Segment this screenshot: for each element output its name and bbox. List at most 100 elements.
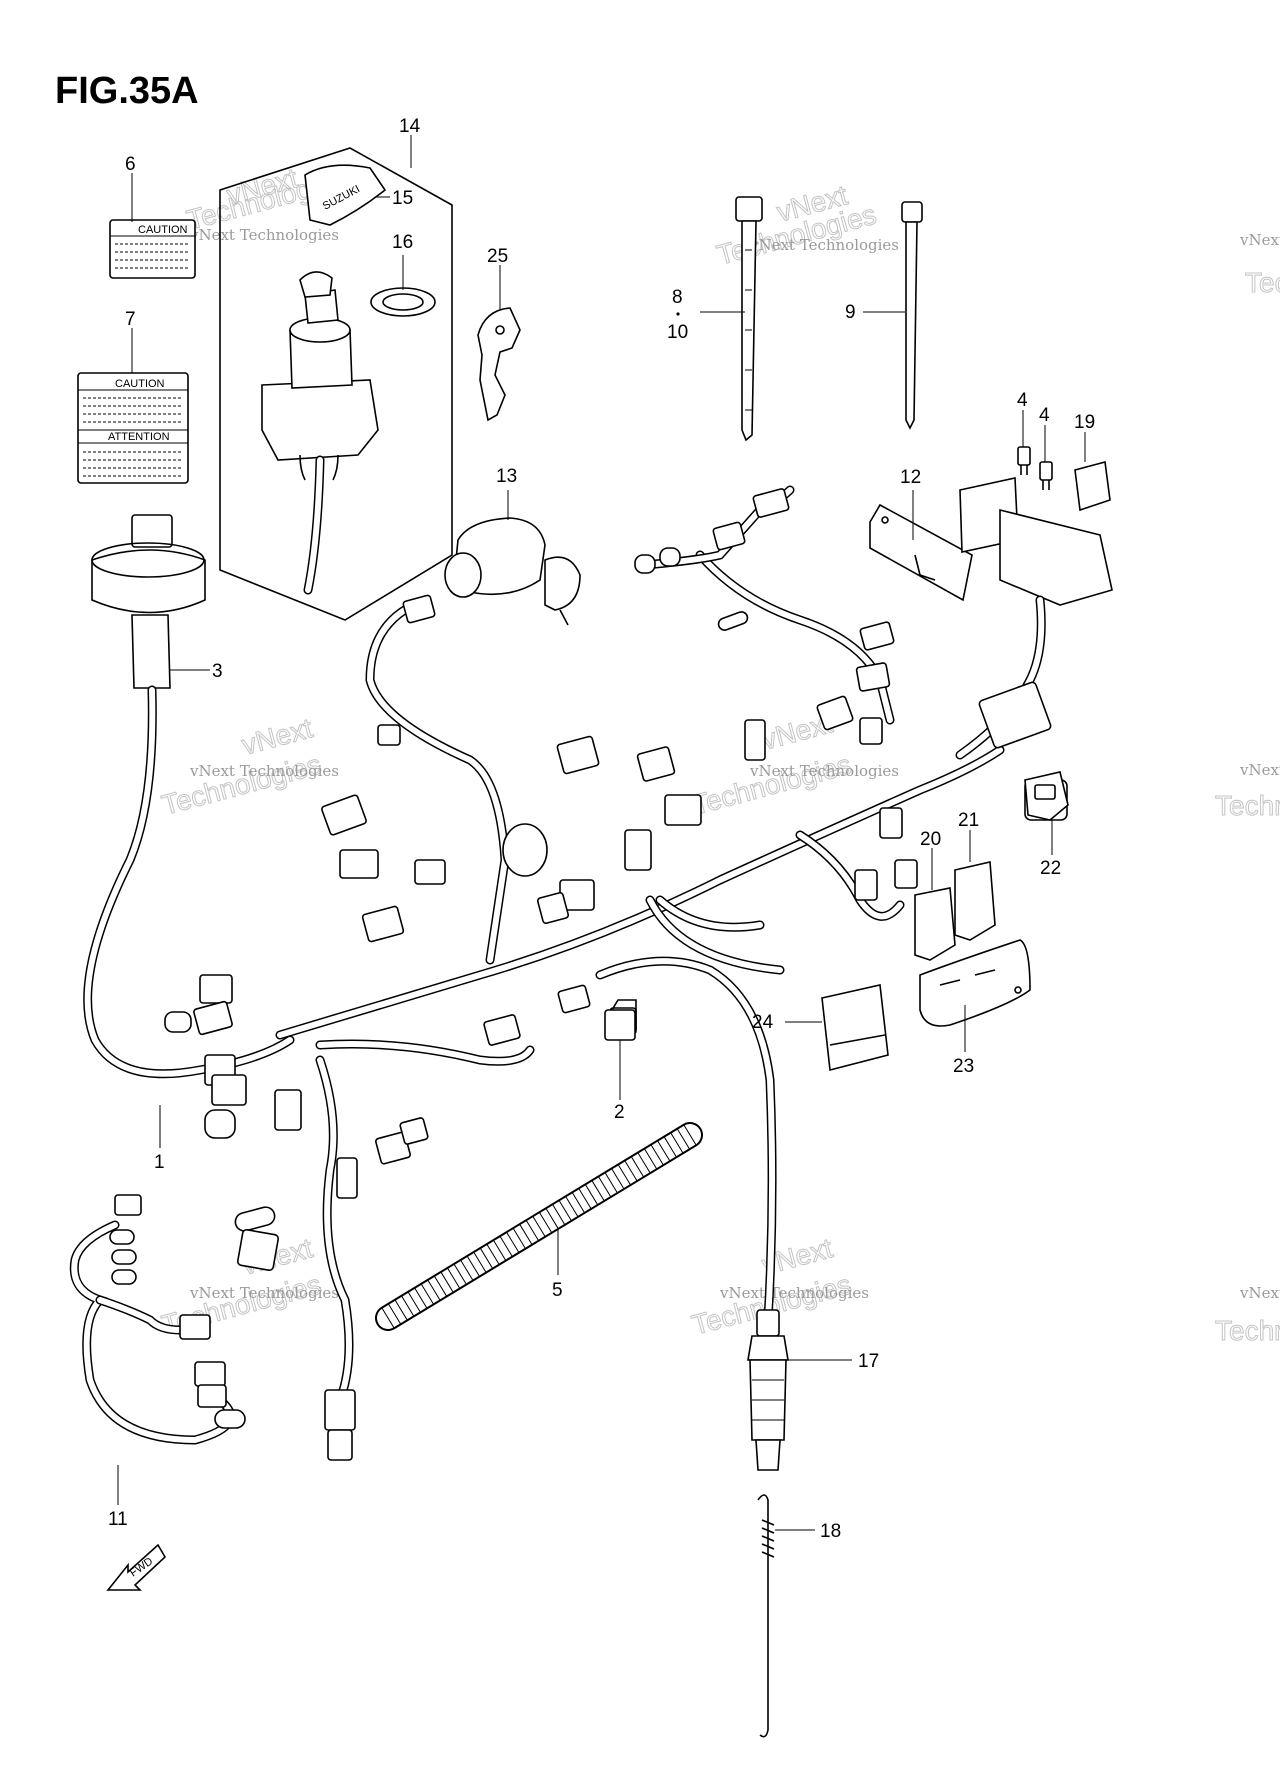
tube-ridge <box>420 1283 435 1305</box>
watermark-edge: Technologies <box>1215 790 1280 821</box>
relay-19 <box>1074 460 1111 512</box>
tube-ridge <box>466 1255 480 1277</box>
tube-ridge <box>453 1263 467 1285</box>
cable-tie-8-10 <box>735 196 763 442</box>
tube-ridge <box>512 1227 526 1249</box>
tube-ridge <box>486 1243 500 1265</box>
ignition-switch-assembly-14: SUZUKI <box>219 147 453 621</box>
tube-ridge <box>532 1215 546 1238</box>
callout-23: 23 <box>953 1056 974 1077</box>
tube-ridge <box>473 1251 487 1273</box>
callout-22: 22 <box>1040 858 1061 879</box>
watermark-edge: vNext <box>1239 1284 1280 1302</box>
sensor-17 <box>747 1309 789 1471</box>
callout-15: 15 <box>392 188 413 209</box>
callouts: 6 7 14 15 16 25 8 10 9 13 12 4 4 19 3 20… <box>108 116 1095 1542</box>
socket-13 <box>444 517 581 626</box>
callout-12: 12 <box>900 467 921 488</box>
callout-25: 25 <box>487 246 508 267</box>
connector-3 <box>91 514 206 689</box>
relay-24 <box>821 984 889 1072</box>
tube-ridge <box>676 1128 691 1150</box>
spring-rod-18 <box>757 1494 775 1738</box>
callout-10: 10 <box>667 322 688 343</box>
callout-20: 20 <box>920 829 941 850</box>
connector-22 <box>1024 771 1069 821</box>
callout-21: 21 <box>958 810 979 831</box>
callout-6: 6 <box>125 154 136 175</box>
tube-ridge <box>440 1271 454 1293</box>
tube-ridge <box>624 1160 638 1182</box>
tube-ridge <box>394 1299 408 1321</box>
callout-14: 14 <box>399 116 421 137</box>
callout-4b: 4 <box>1039 405 1050 426</box>
callout-18: 18 <box>820 1521 841 1542</box>
tube-ridge <box>519 1223 533 1245</box>
main-harness-1 <box>83 485 1005 1405</box>
tube-ridge <box>604 1172 618 1194</box>
caution-attention-label-7: CAUTION ATTENTION <box>77 372 189 484</box>
caution-text: CAUTION <box>115 378 165 390</box>
tube-ridge <box>663 1136 677 1158</box>
tube-ridge <box>565 1196 579 1218</box>
tube-ridge <box>381 1307 395 1329</box>
tube-ridge <box>683 1124 697 1146</box>
watermark-text: vNext Technologies <box>719 1284 869 1302</box>
tube-ridge <box>427 1279 441 1301</box>
tube-ridge <box>545 1208 559 1230</box>
watermark-big: Technologies <box>159 749 325 821</box>
tube-ridge <box>387 1303 402 1325</box>
figure-title: FIG.35A <box>55 70 199 112</box>
watermark-text: vNext Technologies <box>189 1284 339 1302</box>
fuse-4a <box>1017 446 1031 475</box>
tube-ridge <box>499 1235 513 1257</box>
caution-text: CAUTION <box>138 224 188 236</box>
tube-ridge <box>650 1144 664 1166</box>
tube-ridge <box>506 1231 520 1253</box>
callout-4a: 4 <box>1017 390 1028 411</box>
tube-ridge <box>558 1200 572 1222</box>
tube-ridge <box>643 1148 658 1170</box>
tube-ridges <box>381 1124 697 1329</box>
tube-ridge <box>584 1184 599 1206</box>
tube-ridge <box>552 1204 566 1226</box>
bracket-12 <box>869 503 973 602</box>
tube-ridge <box>571 1192 586 1214</box>
watermark-edge: vNext <box>1239 761 1280 779</box>
tube-ridge <box>637 1152 651 1174</box>
tube-ridge <box>538 1211 553 1234</box>
callout-13: 13 <box>496 466 517 487</box>
tube-ridge <box>657 1140 671 1162</box>
watermark-edge: vNext <box>1239 231 1280 249</box>
callout-8: 8 <box>672 287 683 308</box>
callout-3: 3 <box>212 661 223 682</box>
tube-ridge <box>670 1132 684 1154</box>
sub-harness-11 <box>69 1194 246 1445</box>
watermark-edge: Technologies <box>1245 267 1280 298</box>
callout-11: 11 <box>108 1509 128 1530</box>
watermark-text: vNext Technologies <box>749 236 899 254</box>
tube-ridge <box>598 1176 612 1198</box>
tube-ridge <box>630 1156 645 1178</box>
watermark-edge: Technologies <box>1215 1315 1280 1346</box>
tube-ridge <box>492 1239 507 1261</box>
watermark-text: vNext Technologies <box>189 762 339 780</box>
tube-ridge <box>407 1291 421 1313</box>
watermark-text: vNext Technologies <box>749 762 899 780</box>
connector-2 <box>604 999 637 1041</box>
connector-20 <box>914 887 956 961</box>
fuse-4b <box>1039 461 1053 490</box>
tube-ridge <box>433 1275 448 1297</box>
tube-ridge <box>460 1259 474 1281</box>
harness-connectors <box>164 488 1068 1461</box>
tube-ridge <box>479 1247 494 1269</box>
callout-16: 16 <box>392 232 413 253</box>
leader-lines <box>117 135 1086 1531</box>
callout-17: 17 <box>858 1351 879 1372</box>
tube-ridge <box>611 1168 625 1190</box>
callout-1: 1 <box>154 1152 165 1173</box>
callout-7: 7 <box>125 309 136 330</box>
cable-tie-9 <box>901 201 923 430</box>
callout-24: 24 <box>752 1012 774 1033</box>
